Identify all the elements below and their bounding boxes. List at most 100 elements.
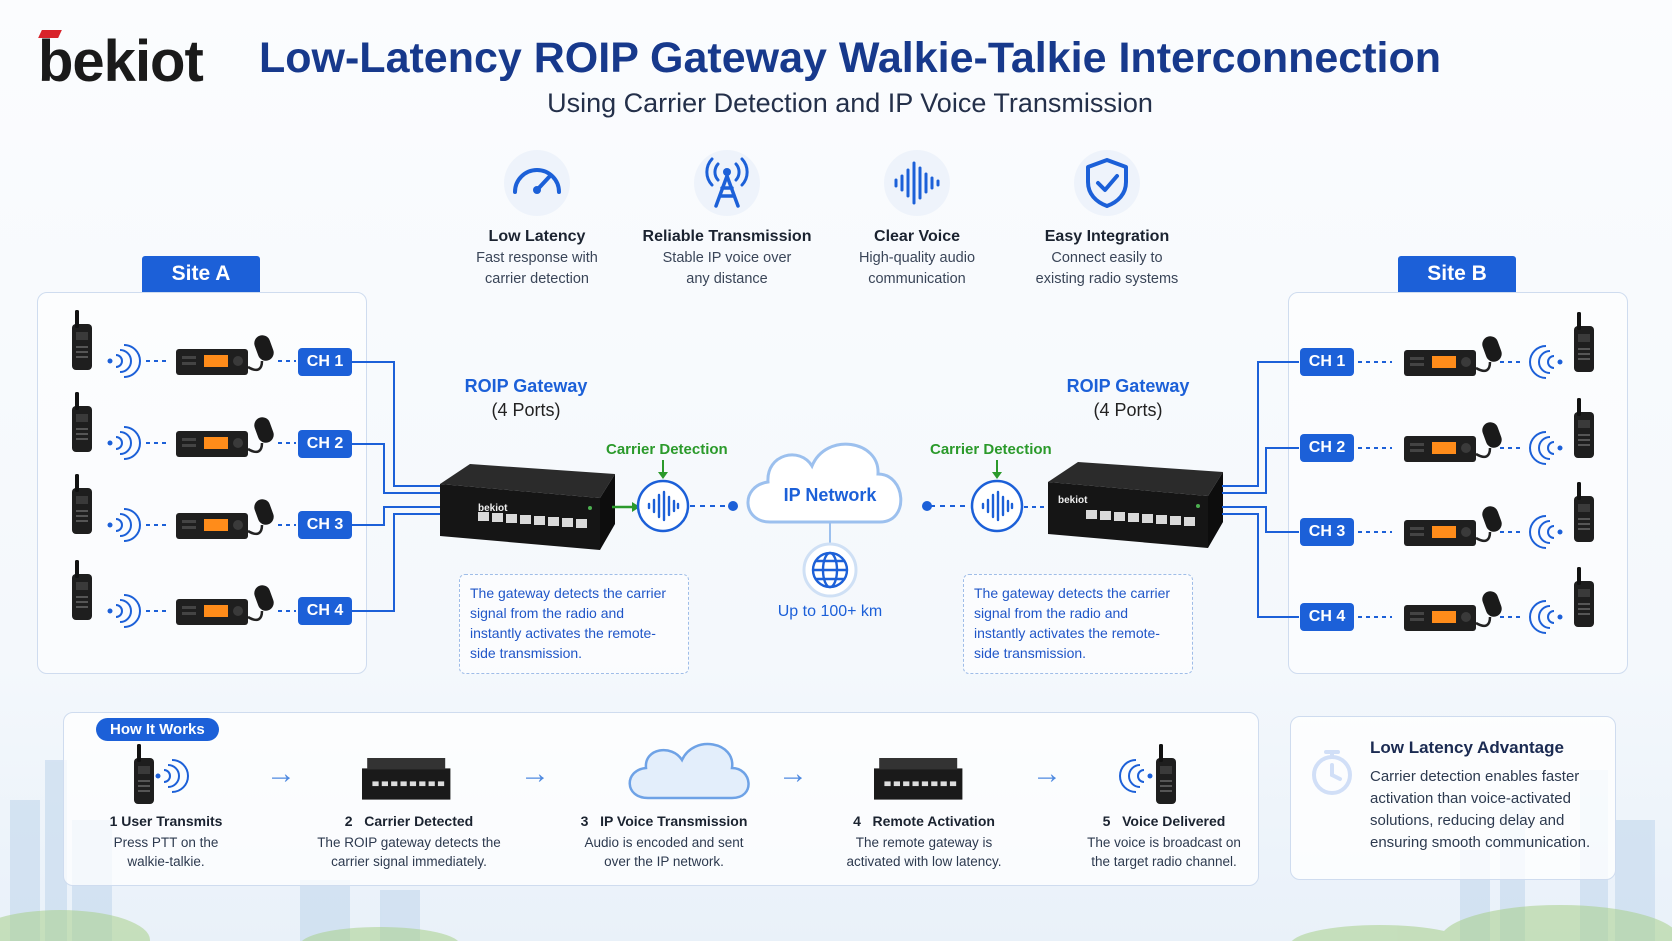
site-a-ch1: CH 1 (298, 348, 352, 376)
radio-tower-icon (694, 150, 760, 216)
right-carrier-detection-label: Carrier Detection (930, 441, 1052, 458)
feature-clear-voice: Clear Voice High-quality audio communica… (812, 148, 1022, 290)
logo-text: bekiot (38, 29, 204, 94)
step-desc-line1: Audio is encoded and sent (584, 835, 744, 850)
left-gateway-label: ROIP Gateway (4 Ports) (446, 374, 606, 422)
bekiot-logo: bekiot (38, 28, 204, 95)
step-number: 5 (1102, 813, 1111, 829)
gateway-name: ROIP Gateway (1066, 376, 1190, 396)
step-title-text: Voice Delivered (1122, 813, 1226, 829)
step5-walkie-icon (1120, 744, 1176, 804)
step-title: 4 Remote Activation (824, 813, 1024, 829)
low-latency-advantage-content: Low Latency Advantage Carrier detection … (1370, 738, 1610, 854)
feature-desc-line2: communication (868, 271, 966, 287)
flow-arrow-2: → (520, 757, 550, 790)
step-number: 1 (109, 813, 118, 829)
feature-reliable-transmission: Reliable Transmission Stable IP voice ov… (622, 148, 832, 290)
step-number: 2 (344, 813, 353, 829)
ip-network-label: IP Network (783, 485, 877, 505)
advantage-line4: ensuring smooth communication. (1370, 834, 1591, 851)
flow-arrow-1: → (266, 757, 296, 790)
advantage-line2: activation than voice-activated (1370, 790, 1571, 807)
sound-wave-icon (884, 150, 950, 216)
gateway-name: ROIP Gateway (464, 376, 588, 396)
feature-desc-line1: Fast response with (476, 250, 598, 266)
step4-gateway-icon (874, 758, 963, 800)
how-it-works-panel (63, 712, 1259, 886)
flow-arrow-3: → (778, 757, 808, 790)
site-a-devices (72, 310, 296, 628)
distance-label: Up to 100+ km (777, 603, 883, 620)
advantage-line1: Carrier detection enables faster (1370, 768, 1580, 785)
how-it-works-tab: How It Works (96, 718, 219, 741)
feature-title: Reliable Transmission (642, 228, 812, 245)
advantage-line3: solutions, reducing delay and (1370, 812, 1565, 829)
left-carrier-detection-label: Carrier Detection (606, 441, 728, 458)
step-title-text: IP Voice Transmission (600, 813, 748, 829)
step-title-text: Remote Activation (872, 813, 995, 829)
feature-desc-line1: High-quality audio (858, 250, 976, 266)
feature-desc-line1: Connect easily to (1051, 250, 1163, 266)
step-title: 2 Carrier Detected (304, 813, 514, 829)
right-gateway-note: The gateway detects the carrier signal f… (963, 574, 1193, 674)
feature-title: Low Latency (488, 228, 586, 245)
left-gateway-brand: bekiot (478, 503, 508, 514)
site-b-channel-links (1222, 361, 1299, 618)
feature-desc-line2: carrier detection (485, 271, 589, 287)
flow-arrow-4: → (1032, 757, 1062, 790)
step-2: 2 Carrier Detected The ROIP gateway dete… (304, 813, 514, 871)
feature-easy-integration: Easy Integration Connect easily to exist… (1002, 148, 1212, 290)
shield-check-icon (1074, 150, 1140, 216)
globe-icon (811, 551, 849, 589)
advantage-title: Low Latency Advantage (1370, 738, 1564, 757)
gateway-ports: (4 Ports) (1093, 400, 1163, 420)
site-a-tab: Site A (142, 256, 260, 292)
feature-title: Clear Voice (874, 228, 960, 245)
gateway-ports: (4 Ports) (491, 400, 561, 420)
step-5: 5 Voice Delivered The voice is broadcast… (1064, 813, 1264, 871)
speedometer-icon (504, 150, 570, 216)
step-desc-line1: The ROIP gateway detects the (317, 835, 501, 850)
feature-title: Easy Integration (1044, 228, 1170, 245)
left-gateway-note: The gateway detects the carrier signal f… (459, 574, 689, 674)
step-desc-line2: over the IP network. (604, 854, 724, 869)
step-number: 4 (853, 813, 861, 829)
step-3: 3 IP Voice Transmission Audio is encoded… (564, 813, 764, 871)
step-1: 1 User Transmits Press PTT on the walkie… (66, 813, 266, 871)
step-title: 1 User Transmits (66, 813, 266, 829)
site-a-ch4: CH 4 (298, 597, 352, 625)
page-subtitle: Using Carrier Detection and IP Voice Tra… (547, 88, 1153, 118)
site-b-ch2: CH 2 (1300, 434, 1354, 462)
page-title: Low-Latency ROIP Gateway Walkie-Talkie I… (259, 34, 1441, 82)
feature-low-latency: Low Latency Fast response with carrier d… (432, 148, 642, 290)
site-a-channel-links (352, 361, 440, 612)
step-desc-line2: the target radio channel. (1091, 854, 1237, 869)
step-title-text: Carrier Detected (364, 813, 474, 829)
step2-gateway-icon (362, 758, 451, 800)
site-b-ch1: CH 1 (1300, 348, 1354, 376)
step-desc-line1: Press PTT on the (113, 835, 219, 850)
site-b-ch4: CH 4 (1300, 603, 1354, 631)
site-a-ch3: CH 3 (298, 511, 352, 539)
step-title-text: User Transmits (121, 813, 223, 829)
feature-desc-line2: existing radio systems (1035, 271, 1179, 287)
right-gateway-label: ROIP Gateway (4 Ports) (1048, 374, 1208, 422)
step-number: 3 (580, 813, 589, 829)
site-b-devices (1358, 312, 1594, 633)
low-latency-advantage-panel (1290, 716, 1616, 880)
feature-desc-line1: Stable IP voice over (662, 250, 792, 266)
step-desc-line1: The remote gateway is (855, 835, 993, 850)
step-4: 4 Remote Activation The remote gateway i… (824, 813, 1024, 871)
step1-walkie-icon (134, 744, 189, 804)
step-title: 5 Voice Delivered (1064, 813, 1264, 829)
step-desc-line2: carrier signal immediately. (331, 854, 487, 869)
site-a-ch2: CH 2 (298, 430, 352, 458)
ip-network-cloud (746, 442, 903, 598)
step-desc-line1: The voice is broadcast on (1087, 835, 1241, 850)
step3-cloud-icon (628, 742, 750, 800)
step-title: 3 IP Voice Transmission (564, 813, 764, 829)
feature-desc-line2: any distance (686, 271, 768, 287)
step-desc-line2: walkie-talkie. (127, 854, 205, 869)
step-desc-line2: activated with low latency. (846, 854, 1002, 869)
